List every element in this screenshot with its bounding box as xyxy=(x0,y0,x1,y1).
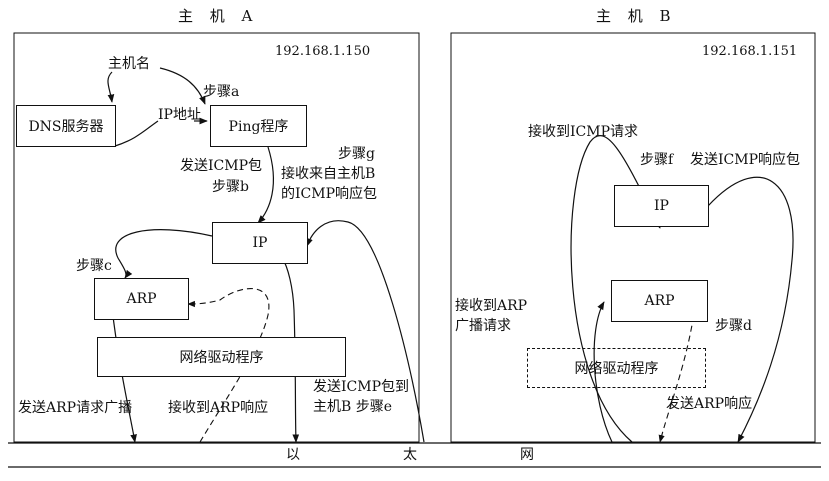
driver-box-a-label: 网络驱动程序 xyxy=(179,350,264,366)
hostname-label: 主机名 xyxy=(108,56,150,72)
host-b-ip: 192.168.1.151 xyxy=(702,44,798,59)
host-b-title: 主 机 B xyxy=(596,7,677,25)
ethernet-char-3: 网 xyxy=(520,447,534,463)
send-icmp-label: 发送ICMP包 xyxy=(180,158,262,174)
arrow-ping-to-ip xyxy=(257,146,274,224)
ping-program-label: Ping程序 xyxy=(228,119,289,135)
arp-box-b-label: ARP xyxy=(644,293,675,309)
send-icmp-to-b-line1: 发送ICMP包到 xyxy=(313,379,409,395)
arrow-arp-to-net xyxy=(111,307,137,443)
step-a-label: 步骤a xyxy=(203,84,240,100)
step-b-label: 步骤b xyxy=(212,179,249,195)
host-a-ip: 192.168.1.150 xyxy=(275,44,371,59)
arrow-net-to-ip xyxy=(306,220,425,443)
recv-arp-reply-label: 接收到ARP响应 xyxy=(168,400,269,416)
ip-address-label: IP地址 xyxy=(158,107,201,123)
arp-box-b: ARP xyxy=(611,280,708,322)
step-c-label: 步骤c xyxy=(76,258,112,274)
arp-box-a: ARP xyxy=(94,278,189,320)
ip-box-b: IP xyxy=(614,185,709,227)
arrow-net-to-ip-b xyxy=(570,135,661,443)
recv-from-b-line1: 接收来自主机B xyxy=(281,166,376,182)
ip-box-a: IP xyxy=(212,222,308,264)
dns-server-label: DNS服务器 xyxy=(28,119,104,135)
arrow-net-to-arp-b xyxy=(593,301,613,443)
driver-box-a: 网络驱动程序 xyxy=(97,337,346,377)
ip-box-b-label: IP xyxy=(654,198,669,214)
recv-arp-line2: 广播请求 xyxy=(455,318,511,334)
step-g-label: 步骤g xyxy=(338,146,375,162)
recv-arp-line1: 接收到ARP xyxy=(455,298,528,314)
host-a-frame xyxy=(13,32,420,443)
arrow-ip-b-to-net xyxy=(707,176,794,443)
arrow-hostname-to-dns xyxy=(107,71,115,103)
driver-box-b-label: 网络驱动程序 xyxy=(574,361,659,377)
driver-box-b: 网络驱动程序 xyxy=(527,348,706,388)
arp-box-a-label: ARP xyxy=(126,291,157,307)
ethernet-char-1: 以 xyxy=(286,447,300,463)
recv-from-b-line2: 的ICMP响应包 xyxy=(281,186,377,202)
recv-icmp-request-label: 接收到ICMP请求 xyxy=(528,124,638,140)
dns-server-box: DNS服务器 xyxy=(16,105,116,147)
send-arp-reply-label: 发送ARP响应 xyxy=(666,396,753,412)
ip-box-a-label: IP xyxy=(252,235,268,251)
step-d-label: 步骤d xyxy=(715,318,752,334)
arrow-net-to-arp-a-dashed xyxy=(187,288,270,443)
send-arp-broadcast-label: 发送ARP请求广播 xyxy=(18,400,133,416)
arrow-ip-to-arp xyxy=(115,229,213,279)
host-b-frame xyxy=(450,32,816,443)
step-f-label: 步骤f xyxy=(640,152,674,168)
line-dns-to-ipaddr xyxy=(114,120,159,147)
ethernet-char-2: 太 xyxy=(403,447,417,463)
send-icmp-to-b-line2: 主机B 步骤e xyxy=(313,399,393,415)
arrow-hostname-to-ping xyxy=(159,67,206,105)
send-icmp-reply-label: 发送ICMP响应包 xyxy=(690,152,800,168)
ping-program-box: Ping程序 xyxy=(210,105,307,147)
host-a-title: 主 机 A xyxy=(178,7,259,25)
